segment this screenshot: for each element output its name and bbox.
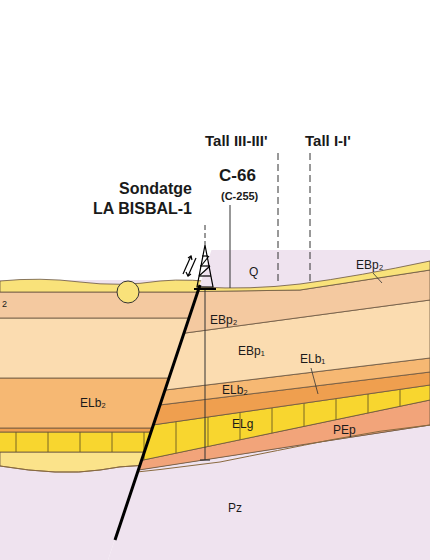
unit-label: ELb₂ xyxy=(222,384,248,397)
borehole-label: LA BISBAL-1 xyxy=(93,200,192,218)
unit-label: ELg xyxy=(232,418,253,431)
unit-label: ELb₁ xyxy=(300,353,325,366)
unit-label: EBp₂ xyxy=(356,259,383,272)
borehole-label: Sondatge xyxy=(119,180,192,198)
unit-label: EBp₁ xyxy=(238,345,265,358)
unit-label: PEp xyxy=(333,424,356,437)
unit-label: Q xyxy=(249,266,258,279)
unit-label: EBp₂ xyxy=(210,314,237,327)
road-label: C-66 xyxy=(219,167,256,186)
section-label: Tall III-III' xyxy=(205,133,267,150)
unit-label: Pz xyxy=(228,502,242,515)
unit-label: ELb₂ xyxy=(80,397,106,410)
unit-label: 2 xyxy=(2,300,7,310)
section-label: Tall I-I' xyxy=(305,133,351,150)
road-label: (C-255) xyxy=(221,190,258,202)
